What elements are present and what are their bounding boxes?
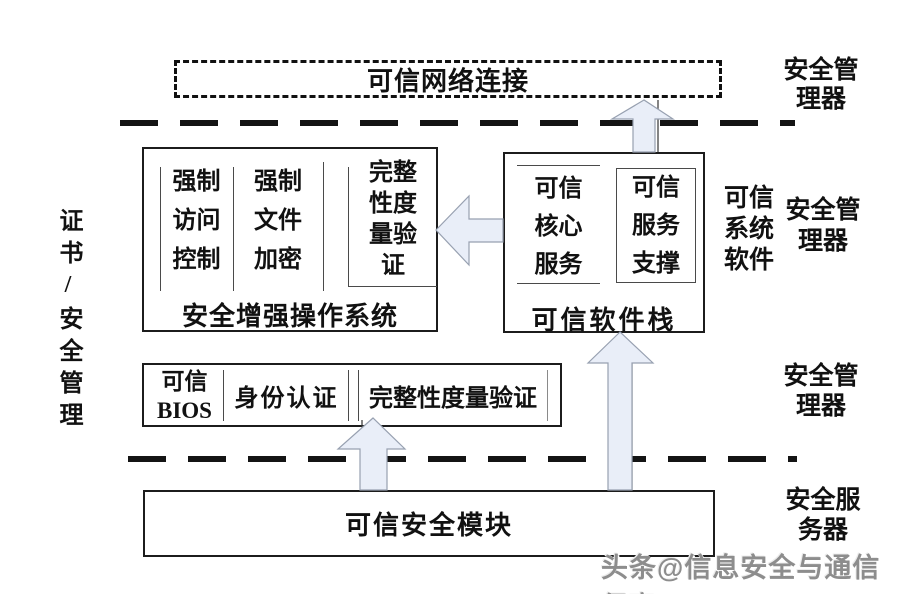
cell-divider xyxy=(358,370,359,421)
bios-row-box: 可信 BIOS 身份认证 完整性度量验证 xyxy=(142,363,562,427)
cell-divider xyxy=(233,167,234,291)
trusted-service-support-cell: 可信 服务 支撑 xyxy=(616,168,696,283)
trusted-system-software-label: 可信 系统 软件 xyxy=(723,185,774,274)
dashed-separator-bottom xyxy=(128,456,797,462)
cell-topline xyxy=(517,165,600,166)
left-arrow-stack-to-os xyxy=(435,194,504,267)
trusted-network-label: 可信网络连接 xyxy=(366,66,529,96)
mandatory-access-control-cell: 强制 访问 控制 xyxy=(172,169,221,273)
security-manager-label-top: 安全管 理器 xyxy=(783,57,859,113)
tsm-label: 可信安全模块 xyxy=(344,511,513,540)
up-arrow-tsm-to-bios xyxy=(336,417,407,491)
cell-divider xyxy=(160,167,161,291)
watermark-text: 头条@信息安全与通信保密 xyxy=(601,553,881,594)
mandatory-file-encryption-cell: 强制 文件 加密 xyxy=(254,169,302,273)
integrity-measurement-cell: 完整 性度 量验 证 xyxy=(369,160,417,279)
cell-divider xyxy=(348,167,349,286)
tsm-box: 可信安全模块 xyxy=(143,490,715,557)
secure-os-label: 安全增强操作系统 xyxy=(181,302,398,331)
trusted-core-services-cell: 可信 核心 服务 xyxy=(534,176,583,278)
cell-divider xyxy=(547,370,548,421)
cell-divider xyxy=(348,370,349,421)
security-manager-label-mid: 安全管 理器 xyxy=(785,197,861,255)
secure-os-box: 强制 访问 控制 强制 文件 加密 完整 性度 量验 证 安全增强操作系统 xyxy=(142,147,438,332)
cell-botline xyxy=(517,283,600,284)
trusted-network-box: 可信网络连接 xyxy=(174,60,722,98)
cell-divider xyxy=(223,370,224,421)
integrity-verification-cell: 完整性度量验证 xyxy=(369,385,537,412)
cell-underline xyxy=(348,286,437,287)
dashed-separator-top xyxy=(120,120,795,126)
left-vertical-label: 证书/安全管理 xyxy=(55,208,81,434)
trusted-stack-box: 可信 核心 服务 可信 服务 支撑 可信软件栈 xyxy=(503,152,705,335)
cell-divider xyxy=(323,162,324,291)
trusted-bios-cell: 可信 BIOS xyxy=(157,369,212,423)
up-arrow-stack-to-network xyxy=(609,99,676,153)
security-manager-label-low: 安全管 理器 xyxy=(783,363,859,420)
security-server-label: 安全服 务器 xyxy=(785,487,861,544)
trusted-stack-label: 可信软件栈 xyxy=(531,306,677,335)
identity-auth-cell: 身份认证 xyxy=(234,385,339,412)
up-arrow-tsm-to-stack xyxy=(586,331,655,491)
